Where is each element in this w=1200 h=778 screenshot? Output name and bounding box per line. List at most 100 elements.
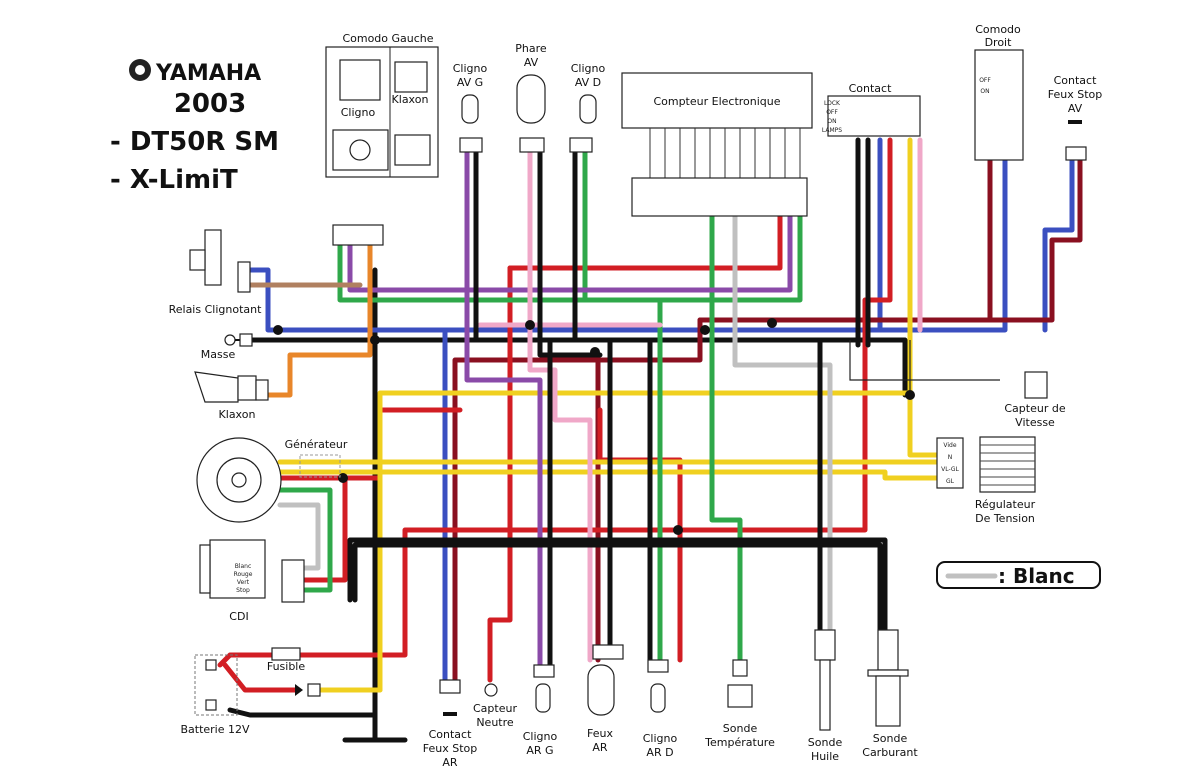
wire-blue-stop-av — [1042, 157, 1075, 333]
svg-text:AR: AR — [592, 741, 608, 754]
cligno-av-d: Cligno AV D — [569, 62, 606, 153]
comodo-droit: Comodo Droit OFF ON — [974, 23, 1024, 161]
wire-battery-ground — [227, 707, 378, 718]
cdi: Blanc Rouge Vert Stop CDI — [199, 539, 305, 623]
svg-text:Feux: Feux — [587, 727, 613, 740]
svg-text:AV: AV — [524, 56, 539, 69]
svg-text:AV G: AV G — [457, 76, 483, 89]
relais-label: Relais Clignotant — [169, 303, 262, 316]
legend-blanc: : Blanc — [936, 561, 1101, 589]
svg-text:Droit: Droit — [985, 36, 1013, 49]
bulb-icon — [535, 683, 551, 713]
svg-text:Cligno: Cligno — [571, 62, 606, 75]
klaxon-label: Klaxon — [219, 408, 256, 421]
relais-clignotant: Relais Clignotant — [169, 229, 262, 316]
yamaha-logo: YAMAHA — [129, 59, 261, 86]
svg-text:Huile: Huile — [811, 750, 839, 763]
svg-text:Phare: Phare — [515, 42, 547, 55]
bulb-icon — [650, 683, 666, 713]
wire-red-compteur — [507, 212, 783, 271]
svg-text:Vitesse: Vitesse — [1015, 416, 1055, 429]
compteur-label: Compteur Electronique — [653, 95, 780, 108]
wire-red-neutre — [487, 265, 513, 683]
svg-text:Cligno: Cligno — [453, 62, 488, 75]
contact-label: Contact — [849, 82, 892, 95]
wire-capteur-vitesse — [849, 340, 1000, 381]
svg-text:Contact: Contact — [1054, 74, 1097, 87]
capteur-vitesse: Capteur de Vitesse — [1004, 371, 1066, 429]
wire-black-white-cdi2 — [352, 542, 883, 633]
generateur: Générateur — [196, 437, 348, 523]
cligno-ar-g: Cligno AR G — [523, 664, 558, 757]
wire-green-temp — [709, 212, 743, 663]
svg-text:Neutre: Neutre — [476, 716, 514, 729]
svg-text:Vert: Vert — [237, 579, 250, 586]
svg-text:Cligno: Cligno — [643, 732, 678, 745]
svg-text:ON: ON — [827, 118, 836, 125]
batterie-label: Batterie 12V — [180, 723, 250, 736]
svg-text:Régulateur: Régulateur — [975, 498, 1036, 511]
svg-text:Sonde: Sonde — [808, 736, 843, 749]
svg-text:Cligno: Cligno — [523, 730, 558, 743]
svg-text:Contact: Contact — [429, 728, 472, 741]
svg-text:Feux Stop: Feux Stop — [1048, 88, 1102, 101]
batterie: Batterie 12V — [180, 654, 321, 736]
svg-text:Sonde: Sonde — [723, 722, 758, 735]
wire-white-huile — [732, 212, 833, 633]
sonde-temperature: Sonde Température — [704, 659, 775, 749]
svg-text:Blanc: Blanc — [235, 563, 252, 570]
masse: Masse — [201, 333, 253, 361]
svg-text:N: N — [948, 454, 953, 461]
bulb-icon — [579, 94, 597, 124]
wire-purple-bus — [347, 212, 793, 293]
regulateur-tension: Vide N VL-GL GL Régulateur De Tension — [936, 436, 1036, 525]
wire-white-cdi — [277, 502, 321, 571]
svg-text:Sonde: Sonde — [873, 732, 908, 745]
compteur-connector — [631, 177, 808, 217]
contact-switch: Contact LOCK OFF ON LAMPS — [822, 82, 921, 137]
bulb-icon — [587, 664, 615, 716]
contact-stop-ar: Contact Feux Stop AR — [423, 679, 477, 769]
capteur-neutre: Capteur Neutre — [473, 683, 517, 729]
legend-label: : Blanc — [998, 564, 1075, 588]
cligno-av-g: Cligno AV G — [453, 62, 488, 153]
wire-red-diode — [222, 662, 298, 693]
wire-pink-phare — [527, 147, 593, 663]
model-xlimit: - X-LimiT — [110, 165, 238, 195]
sonde-huile: Sonde Huile — [808, 629, 843, 763]
diode-icon — [295, 684, 303, 696]
compteur-electronique: Compteur Electronique — [621, 72, 813, 217]
svg-text:Carburant: Carburant — [862, 746, 918, 759]
klaxon: Klaxon — [194, 371, 269, 421]
svg-text:Vide: Vide — [943, 442, 956, 449]
wire-black-phare — [537, 147, 603, 358]
wire-orange-klaxon — [262, 237, 373, 398]
model-dt50r: - DT50R SM — [110, 127, 279, 157]
wire-black-white-cdi — [347, 537, 888, 633]
fusible: Fusible — [267, 647, 305, 673]
svg-text:Capteur de: Capteur de — [1004, 402, 1065, 415]
wire-maroon-stop-av — [697, 157, 1083, 323]
svg-text:Stop: Stop — [236, 587, 250, 594]
fuse-icon — [271, 647, 301, 661]
svg-text:AR D: AR D — [646, 746, 673, 759]
bulb-icon — [461, 94, 479, 124]
year: 2003 — [174, 89, 246, 119]
comodo-gauche-connector — [332, 224, 384, 246]
wire-purple-cligno-g — [464, 147, 543, 668]
klaxon-switch-label: Klaxon — [392, 93, 429, 106]
svg-text:Feux Stop: Feux Stop — [423, 742, 477, 755]
generateur-label: Générateur — [285, 438, 348, 451]
sonde-carburant: Sonde Carburant — [862, 629, 918, 759]
cdi-label: CDI — [229, 610, 248, 623]
wire-maroon-stop-ar — [452, 317, 703, 683]
svg-text:ON: ON — [980, 88, 989, 95]
svg-text:AR G: AR G — [526, 744, 553, 757]
horn-icon — [194, 371, 239, 403]
svg-text:Température: Température — [704, 736, 775, 749]
svg-text:OFF: OFF — [979, 77, 991, 84]
wire-yellow-reg — [907, 390, 943, 458]
feux-ar: Feux AR — [587, 644, 624, 754]
